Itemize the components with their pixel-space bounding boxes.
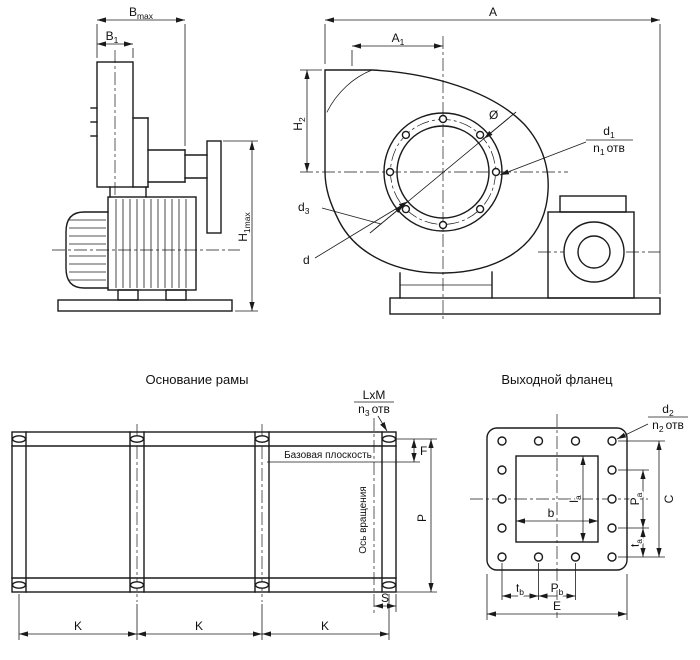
base-plane-label: Базовая плоскость bbox=[284, 450, 372, 461]
dim-label-e: E bbox=[553, 599, 561, 613]
d2-leader bbox=[616, 423, 649, 440]
lxm-leader bbox=[377, 415, 388, 432]
motor-foot bbox=[117, 289, 139, 301]
dim-label-p: P bbox=[415, 514, 429, 522]
dim-label-bmax: Bmax bbox=[129, 5, 154, 21]
outlet-flange-view: Выходной фланец bbox=[470, 372, 688, 620]
dim-label-a: A bbox=[489, 5, 497, 19]
frame-outer bbox=[11, 431, 397, 593]
motor-ribs bbox=[69, 199, 187, 288]
dim-label-d: d bbox=[303, 253, 310, 267]
side-view-outline bbox=[57, 61, 233, 312]
lxm-label: LxM bbox=[363, 388, 386, 402]
flange-outer bbox=[486, 427, 628, 571]
dim-label-k3: K bbox=[321, 619, 329, 633]
dim-label-f: F bbox=[420, 444, 427, 458]
d1-label: d1 bbox=[603, 124, 615, 140]
dim-label-a1: A1 bbox=[392, 31, 405, 47]
volute-spiral-start bbox=[326, 69, 373, 113]
outlet-flange-side bbox=[206, 140, 222, 234]
side-view-dimensions bbox=[96, 17, 258, 312]
outlet-flange-title: Выходной фланец bbox=[501, 372, 613, 387]
front-view-outline bbox=[324, 69, 661, 315]
flange-bolt-holes bbox=[497, 436, 617, 562]
dim-label-d3: d3 bbox=[298, 200, 310, 216]
dim-label-la: la bbox=[567, 495, 583, 503]
dim-label-s: S bbox=[381, 591, 389, 605]
inlet-column bbox=[96, 61, 134, 188]
dim-label-ta: ta bbox=[628, 539, 644, 547]
frame-base-centerlines bbox=[136, 418, 375, 614]
inlet-opening-circle bbox=[396, 125, 490, 219]
flange-opening bbox=[515, 455, 599, 543]
frame-base-dimensions bbox=[18, 415, 437, 640]
frame-base-title: Основание рамы bbox=[145, 372, 248, 387]
dim-label-pa: Pa bbox=[628, 492, 644, 505]
base-plate-side bbox=[57, 299, 233, 312]
flange-outline bbox=[486, 427, 628, 571]
dim-label-h1max: H1max bbox=[236, 212, 252, 242]
dim-label-b: b bbox=[548, 506, 555, 520]
frame-base-view: Основание рамы bbox=[11, 372, 437, 640]
inlet-bolt-holes bbox=[385, 114, 501, 230]
d1-leader bbox=[499, 141, 587, 176]
dim-label-tb: tb bbox=[516, 581, 524, 597]
dim-label-pb: Pb bbox=[551, 581, 564, 597]
side-view: Bmax B1 H1max bbox=[52, 5, 258, 312]
dim-label-c: C bbox=[662, 494, 676, 503]
front-view-dimensions bbox=[300, 17, 661, 294]
flange-dimensions bbox=[486, 423, 665, 620]
rotation-axis-label: Ось вращения bbox=[358, 486, 369, 553]
volute-casing bbox=[324, 69, 549, 274]
motor-shaft-circle bbox=[577, 235, 611, 269]
motor-fan-cowl bbox=[65, 211, 109, 289]
frame-base-outline bbox=[11, 431, 397, 593]
dim-label-h2: H2 bbox=[291, 117, 307, 131]
base-plate-front bbox=[389, 297, 661, 315]
d2-label: d2 bbox=[662, 402, 674, 418]
frame-slots bbox=[11, 435, 397, 589]
motor-foot bbox=[165, 289, 187, 301]
pedestal-block bbox=[559, 195, 627, 213]
dim-label-k2: K bbox=[195, 619, 203, 633]
side-view-centerlines bbox=[52, 50, 240, 251]
dim-label-b1: B1 bbox=[106, 29, 119, 45]
dim-label-k1: K bbox=[74, 619, 82, 633]
motor-body bbox=[107, 196, 197, 291]
d-leader bbox=[314, 201, 409, 259]
diameter-symbol: Ø bbox=[489, 108, 498, 122]
